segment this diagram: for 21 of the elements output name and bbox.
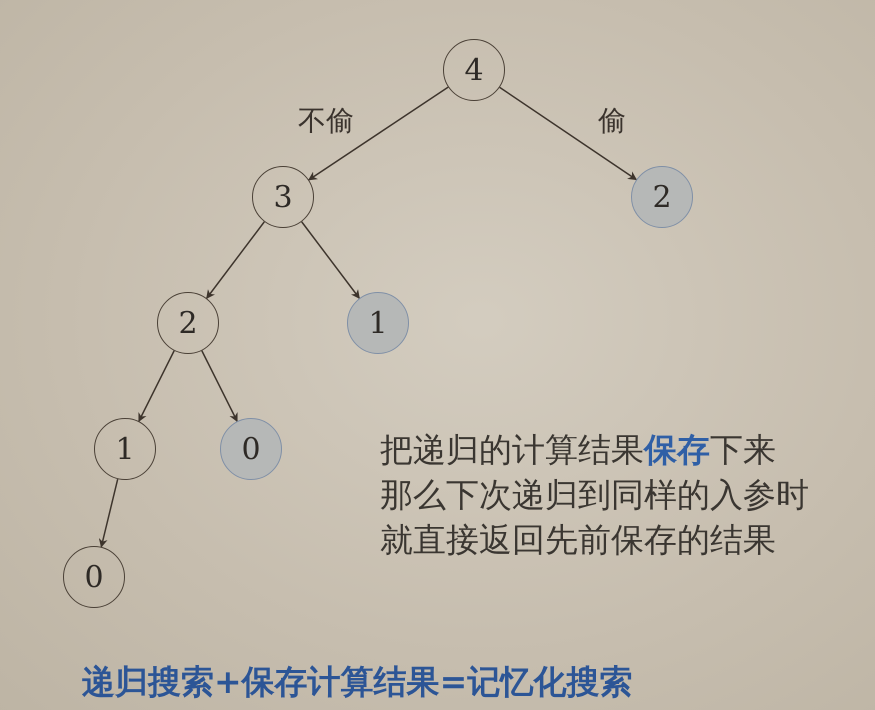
edge-label: 偷 <box>598 103 626 139</box>
cached-tree-node: 1 <box>347 292 409 354</box>
arrow <box>301 221 360 299</box>
tree-node: 1 <box>94 418 156 480</box>
arrow <box>308 86 449 180</box>
edge-label: 不偷 <box>298 103 354 139</box>
arrow <box>138 350 175 422</box>
note-text: 那么下次递归到同样的入参时 <box>380 474 809 516</box>
arrow <box>201 350 238 422</box>
arrow <box>499 86 638 180</box>
tree-node: 2 <box>157 292 219 354</box>
cached-tree-node: 2 <box>631 166 693 228</box>
tree-node: 3 <box>252 166 314 228</box>
note-text: 就直接返回先前保存的结果 <box>380 519 776 561</box>
arrow <box>206 221 265 299</box>
caption: 递归搜索+保存计算结果=记忆化搜索 <box>82 661 632 703</box>
tree-node: 0 <box>63 546 125 608</box>
tree-node: 4 <box>443 39 505 101</box>
note-text: 把递归的计算结果保存下来 <box>380 429 776 471</box>
cached-tree-node: 0 <box>220 418 282 480</box>
arrow <box>98 478 118 548</box>
